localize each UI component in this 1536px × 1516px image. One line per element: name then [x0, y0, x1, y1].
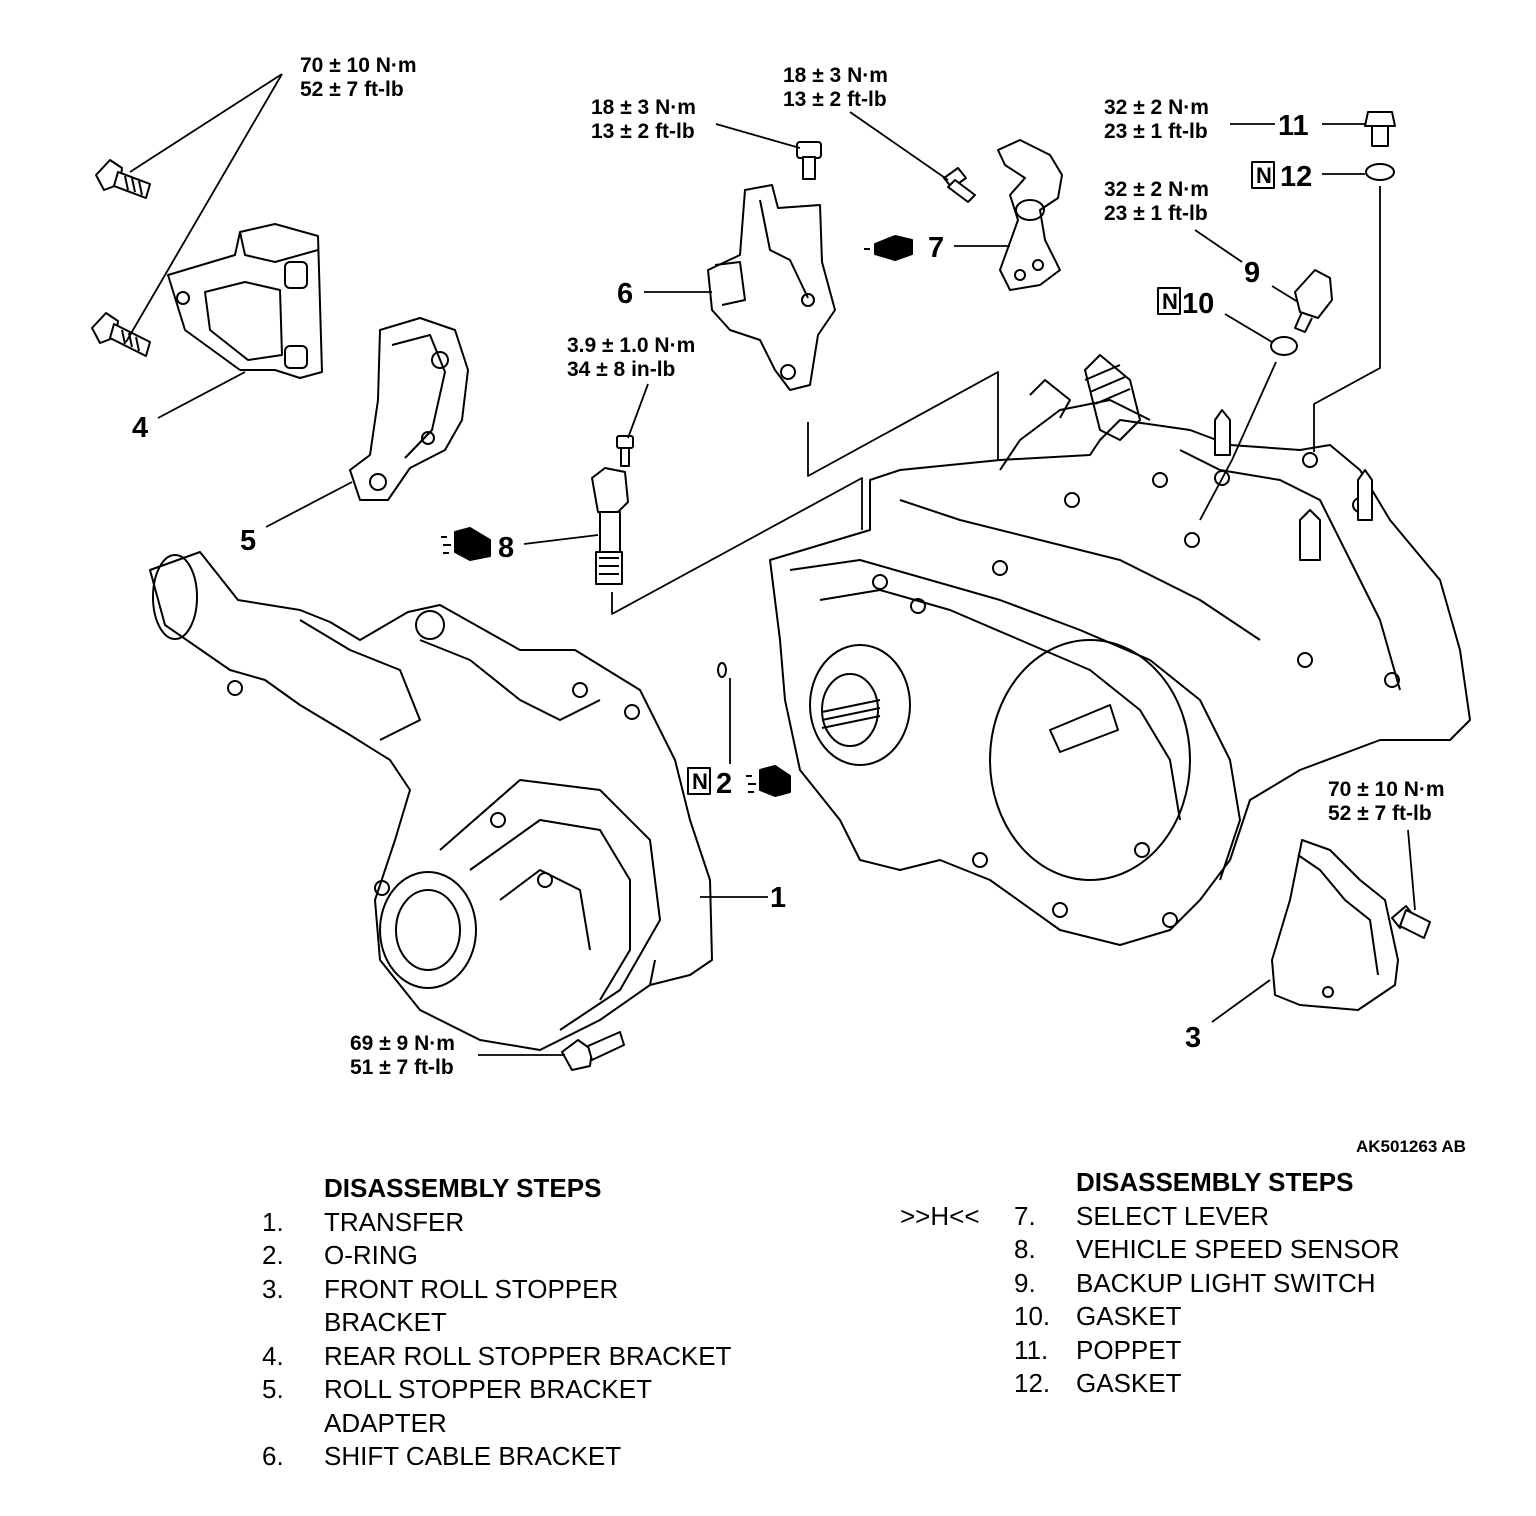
step-row: 10.GASKET: [1014, 1301, 1182, 1331]
torque-transfer-bolt: 69 ± 9 N·m 51 ± 7 ft-lb: [350, 1032, 455, 1079]
bolt: [943, 167, 976, 203]
disassembly-steps-left: DISASSEMBLY STEPS 1.TRANSFER 2.O-RING 3.…: [262, 1172, 822, 1474]
gasket-10: [1270, 336, 1298, 356]
transfer-case: [149, 551, 713, 1051]
svg-text:3.9 ± 1.0 N·m: 3.9 ± 1.0 N·m: [567, 334, 695, 357]
svg-text:18 ± 3 N·m: 18 ± 3 N·m: [591, 96, 696, 119]
svg-text:13 ± 2 ft-lb: 13 ± 2 ft-lb: [783, 88, 887, 111]
svg-text:18 ± 3 N·m: 18 ± 3 N·m: [783, 64, 888, 87]
sealant-icon: [746, 765, 791, 797]
bolt: [95, 159, 151, 199]
sealant-icon: [441, 527, 491, 561]
step-row: 3.FRONT ROLL STOPPER: [262, 1273, 619, 1304]
svg-text:32 ± 2 N·m: 32 ± 2 N·m: [1104, 178, 1209, 201]
svg-text:69 ± 9 N·m: 69 ± 9 N·m: [350, 1032, 455, 1055]
step-row: ADAPTER: [324, 1407, 447, 1438]
bolt: [796, 141, 822, 180]
new-part-mark-text: N: [1162, 289, 1178, 314]
callout-6: 6: [617, 278, 633, 310]
vehicle-speed-sensor: [591, 467, 629, 585]
torque-select-lever-bolt: 18 ± 3 N·m 13 ± 2 ft-lb: [783, 64, 888, 111]
callout-7: 7: [928, 232, 944, 264]
roll-stopper-bracket-adapter: [349, 317, 469, 501]
bolt: [1391, 905, 1431, 939]
new-part-mark-text: N: [1256, 163, 1272, 188]
callout-2: 2: [716, 768, 732, 800]
bolt: [91, 312, 151, 357]
torque-backup-light-switch: 32 ± 2 N·m 23 ± 1 ft-lb: [1104, 178, 1209, 225]
callout-5: 5: [240, 525, 256, 557]
steps-heading: DISASSEMBLY STEPS: [324, 1173, 602, 1203]
torque-front-bracket-bolt: 70 ± 10 N·m 52 ± 7 ft-lb: [1328, 778, 1445, 825]
backup-light-switch: [1294, 269, 1333, 333]
svg-text:51 ± 7 ft-lb: 51 ± 7 ft-lb: [350, 1056, 454, 1079]
svg-text:13 ± 2 ft-lb: 13 ± 2 ft-lb: [591, 120, 695, 143]
step-row: 2.O-RING: [262, 1240, 418, 1270]
step-row: 5.ROLL STOPPER BRACKET: [262, 1374, 652, 1404]
step-row: BRACKET: [324, 1307, 447, 1337]
step-row: 4.REAR ROLL STOPPER BRACKET: [262, 1340, 732, 1371]
callout-9: 9: [1244, 257, 1260, 289]
shift-cable-bracket: [707, 184, 836, 391]
front-roll-stopper-bracket: [1271, 839, 1399, 1011]
callout-10: 10: [1182, 288, 1214, 320]
new-part-mark: [1251, 161, 1275, 189]
disassembly-steps-right: DISASSEMBLY STEPS >>H<< 7.SELECT LEVER 8…: [900, 1166, 1494, 1401]
svg-text:52 ± 7 ft-lb: 52 ± 7 ft-lb: [1328, 802, 1432, 825]
rear-roll-stopper-bracket: [167, 223, 323, 379]
gasket-12: [1365, 163, 1395, 181]
svg-text:23 ± 1 ft-lb: 23 ± 1 ft-lb: [1104, 120, 1208, 143]
torque-poppet: 32 ± 2 N·m 23 ± 1 ft-lb: [1104, 96, 1209, 143]
new-part-mark: [687, 767, 711, 795]
grease-icon: [864, 235, 913, 261]
poppet: [1364, 111, 1396, 147]
callout-4: 4: [132, 412, 148, 444]
leader-lines: [125, 73, 1416, 1056]
step-row: 8.VEHICLE SPEED SENSOR: [1014, 1234, 1400, 1264]
callout-3: 3: [1185, 1022, 1201, 1054]
callout-12: 12: [1280, 161, 1312, 193]
step-row: 9.BACKUP LIGHT SWITCH: [1014, 1267, 1376, 1298]
step-row: 1.TRANSFER: [262, 1206, 465, 1237]
svg-text:23 ± 1 ft-lb: 23 ± 1 ft-lb: [1104, 202, 1208, 225]
figure-code: AK501263 AB: [1356, 1137, 1466, 1156]
svg-text:32 ± 2 N·m: 32 ± 2 N·m: [1104, 96, 1209, 119]
torque-speed-sensor-bolt: 3.9 ± 1.0 N·m 34 ± 8 in-lb: [567, 334, 695, 381]
svg-text:52 ± 7 ft-lb: 52 ± 7 ft-lb: [300, 78, 404, 101]
step-row: 6.SHIFT CABLE BRACKET: [262, 1441, 622, 1471]
step-row: >>H<< 7.SELECT LEVER: [900, 1200, 1494, 1234]
svg-text:34 ± 8 in-lb: 34 ± 8 in-lb: [567, 358, 675, 381]
svg-text:70 ± 10 N·m: 70 ± 10 N·m: [1328, 778, 1445, 801]
new-part-mark: [1157, 287, 1181, 315]
callout-8: 8: [498, 532, 514, 564]
step-row: 11.POPPET: [1014, 1334, 1182, 1365]
assembly-marker: >>H<<: [900, 1200, 980, 1231]
torque-rear-bracket-bolts: 70 ± 10 N·m 52 ± 7 ft-lb: [300, 54, 417, 101]
torque-shift-bracket-bolt: 18 ± 3 N·m 13 ± 2 ft-lb: [591, 96, 696, 143]
transmission-case: [769, 354, 1471, 946]
bolt: [616, 435, 634, 467]
bolt: [561, 1031, 625, 1071]
select-lever: [997, 139, 1063, 291]
callout-11: 11: [1278, 110, 1309, 142]
callout-1: 1: [770, 882, 786, 914]
o-ring: [717, 662, 727, 678]
steps-heading: DISASSEMBLY STEPS: [1076, 1167, 1354, 1197]
svg-text:70 ± 10 N·m: 70 ± 10 N·m: [300, 54, 417, 77]
step-row: 12.GASKET: [1014, 1368, 1182, 1398]
new-part-mark-text: N: [692, 769, 708, 794]
